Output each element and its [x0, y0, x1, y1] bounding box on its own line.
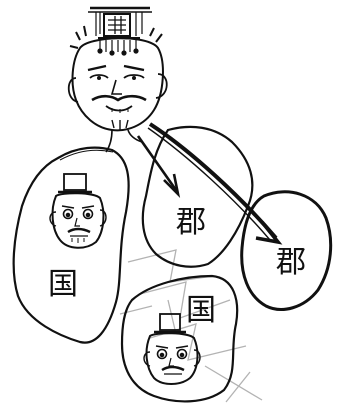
emperor-head: [71, 37, 164, 132]
guo-region-large-outline: [12, 146, 130, 344]
guo-label-bottom: 国: [186, 293, 216, 328]
guo-label-large: 国: [48, 267, 78, 302]
arrow-to-right-jun: [147, 122, 283, 245]
emperor-moustache: [91, 94, 147, 102]
arrow-to-middle-jun: [136, 135, 181, 198]
vassal-lord-figure-bottom: [143, 313, 201, 385]
jun-label-middle: 郡: [176, 205, 206, 240]
guo-region-bottom-outline: [120, 274, 239, 403]
jun-region-right-outline: [240, 190, 333, 311]
jun-region-middle-outline: [141, 125, 254, 268]
vassal-lord-figure: [49, 173, 107, 249]
emperor-figure: [67, 6, 168, 153]
mianguan-crown-icon: [88, 6, 152, 56]
jun-label-right: 郡: [276, 245, 306, 280]
